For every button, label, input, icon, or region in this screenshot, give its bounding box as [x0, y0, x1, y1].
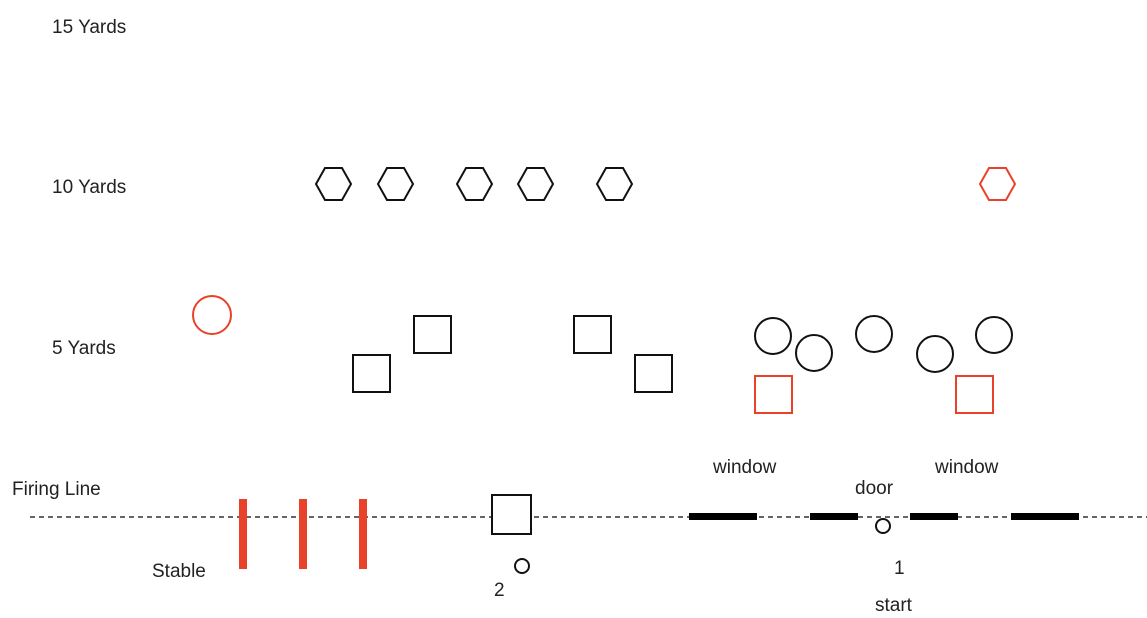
circle-target-red: [192, 295, 232, 335]
label-door: door: [855, 478, 894, 499]
hex-target: [516, 167, 555, 201]
label-window-left: window: [712, 457, 777, 478]
position-1-marker: [875, 518, 891, 534]
circle-target: [754, 317, 792, 355]
wall-segment: [810, 513, 858, 520]
hex-target: [595, 167, 634, 201]
hex-target: [314, 167, 353, 201]
circle-target: [795, 334, 833, 372]
stable-bars: [239, 499, 367, 569]
label-position-2: 2: [494, 580, 505, 601]
hex-target: [455, 167, 494, 201]
label-window-right: window: [934, 457, 999, 478]
hex-target-red: [978, 167, 1017, 201]
hex-target: [376, 167, 415, 201]
building-walls: [689, 513, 1079, 520]
stable-bar: [299, 499, 307, 569]
square-target: [413, 315, 452, 354]
label-15-yards: 15 Yards: [52, 17, 126, 38]
circle-target: [916, 335, 954, 373]
label-10-yards: 10 Yards: [52, 177, 126, 198]
square-target-red: [955, 375, 994, 414]
square-target: [634, 354, 673, 393]
hex-targets-10-yards: [314, 167, 1017, 201]
wall-segment: [1011, 513, 1079, 520]
label-position-1: 1: [894, 558, 905, 579]
label-stable: Stable: [152, 561, 206, 582]
circle-targets-5-yards: [754, 315, 1013, 373]
wall-segment: [689, 513, 757, 520]
square-target: [573, 315, 612, 354]
label-start: start: [875, 595, 913, 616]
square-target: [352, 354, 391, 393]
circle-target: [855, 315, 893, 353]
prop-box: [491, 494, 532, 535]
label-5-yards: 5 Yards: [52, 338, 116, 359]
square-target-red: [754, 375, 793, 414]
square-targets-5-yards: [352, 315, 673, 393]
position-2-marker: [514, 558, 530, 574]
stable-bar: [239, 499, 247, 569]
wall-segment: [910, 513, 958, 520]
circle-target: [975, 316, 1013, 354]
stable-bar: [359, 499, 367, 569]
label-firing-line: Firing Line: [12, 479, 101, 500]
